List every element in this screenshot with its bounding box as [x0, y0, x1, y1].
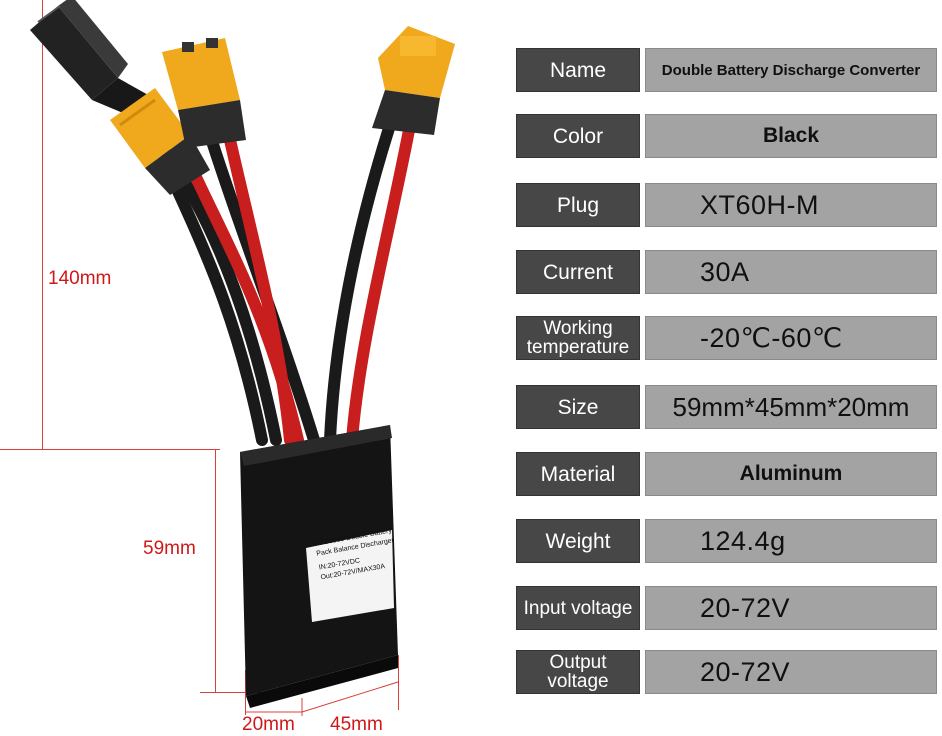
spec-row-current: Current 30A [516, 250, 938, 294]
spec-key: Color [516, 114, 640, 158]
xt60-connector-middle [162, 38, 246, 148]
spec-key-line: Output [549, 652, 607, 673]
spec-key: Size [516, 385, 640, 429]
spec-key-line: Working [543, 318, 613, 339]
dc-barrel-plug [30, 0, 150, 116]
length-dimension-line [42, 0, 43, 450]
spec-row-name: Name Double Battery Discharge Converter [516, 48, 938, 92]
spec-key: Plug [516, 183, 640, 227]
length-dimension-label: 140mm [48, 268, 112, 289]
spec-key: Weight [516, 519, 640, 563]
spec-value: 20-72V [645, 650, 937, 694]
depth-dimension-line [245, 670, 246, 715]
spec-value: -20℃-60℃ [645, 316, 937, 360]
spec-row-input-voltage: Input voltage 20-72V [516, 586, 938, 630]
spec-key-line: temperature [526, 337, 630, 358]
spec-row-material: Material Aluminum [516, 452, 938, 496]
width-dimension-line [398, 655, 399, 710]
spec-value: 20-72V [645, 586, 937, 630]
spec-row-size: Size 59mm*45mm*20mm [516, 385, 938, 429]
spec-value: 30A [645, 250, 937, 294]
spec-value: 124.4g [645, 519, 937, 563]
xt60-connector-left [110, 88, 210, 195]
spec-key: Current [516, 250, 640, 294]
spec-row-weight: Weight 124.4g [516, 519, 938, 563]
height-dimension-label: 59mm [143, 538, 196, 559]
spec-row-color: Color Black [516, 114, 938, 158]
length-dimension-base [0, 449, 220, 450]
spec-key-line: voltage [547, 671, 609, 692]
spec-key: Output voltage [516, 650, 640, 694]
xt60-connector-right [372, 26, 455, 135]
spec-row-output-voltage: Output voltage 20-72V [516, 650, 938, 694]
height-dimension-line [215, 450, 216, 692]
spec-value: Aluminum [645, 452, 937, 496]
spec-key: Input voltage [516, 586, 640, 630]
width-dimension-label: 45mm [330, 714, 383, 735]
spec-key: Material [516, 452, 640, 496]
spec-value: Double Battery Discharge Converter [645, 48, 937, 92]
spec-value: 59mm*45mm*20mm [645, 385, 937, 429]
spec-value: Black [645, 114, 937, 158]
spec-row-working-temperature: Working temperature -20℃-60℃ [516, 316, 938, 360]
spec-value: XT60H-M [645, 183, 937, 227]
spec-key: Working temperature [516, 316, 640, 360]
converter-box [240, 425, 398, 708]
spec-key: Name [516, 48, 640, 92]
depth-dimension-label: 20mm [242, 714, 295, 735]
spec-row-plug: Plug XT60H-M [516, 183, 938, 227]
